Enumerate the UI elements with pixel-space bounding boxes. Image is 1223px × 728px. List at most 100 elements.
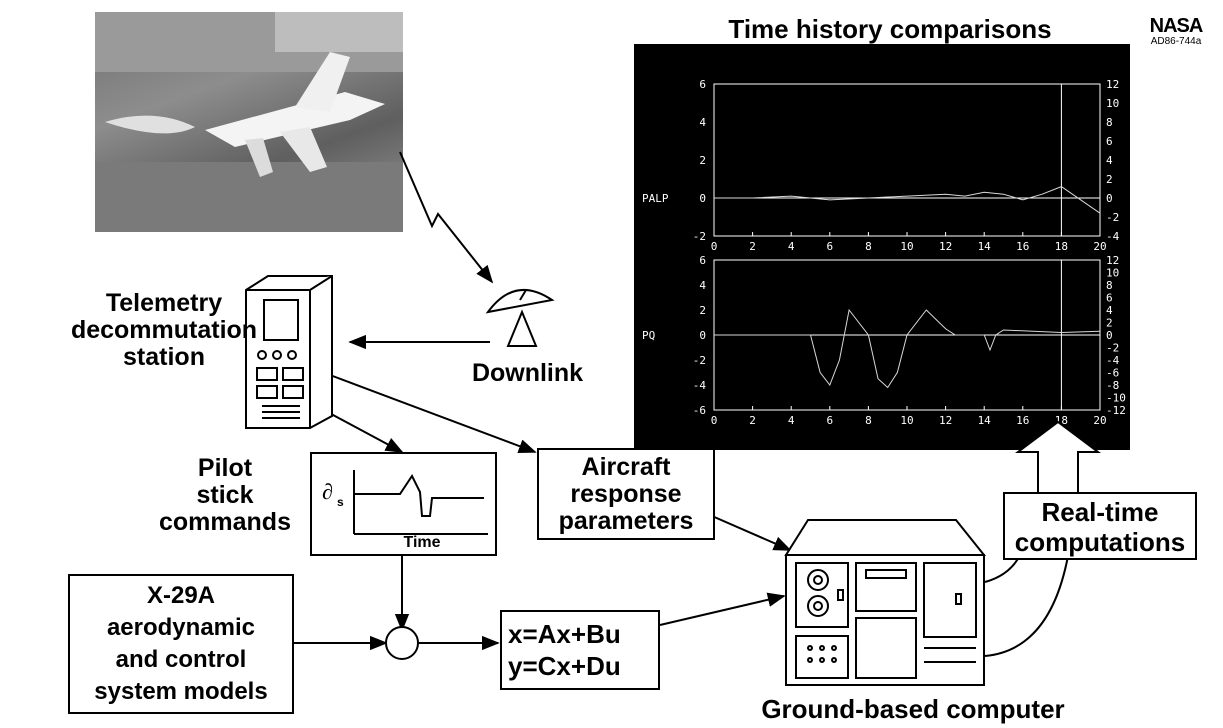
state-equation-rhs: =Ax+Bu (522, 619, 621, 649)
x-tick-label: 16 (1016, 240, 1029, 253)
y-tick-label-right: -4 (1106, 354, 1120, 367)
x-tick-label: 6 (826, 240, 833, 253)
x-tick-label: 4 (788, 414, 795, 427)
y-tick-label-right: 12 (1106, 254, 1119, 267)
y-tick-label-right: -12 (1106, 404, 1126, 417)
state-equation-line: x=Ax+Bu (508, 618, 658, 650)
x-tick-label: 8 (865, 240, 872, 253)
nasa-logo: NASA (1149, 15, 1204, 37)
y-tick-label-right: 0 (1106, 192, 1113, 205)
y-tick-label-right: 2 (1106, 317, 1113, 330)
y-tick-label-left: 4 (699, 116, 706, 129)
x-tick-label: 2 (749, 240, 756, 253)
series-line (714, 308, 1101, 389)
models-box-line: X-29A (146, 582, 216, 609)
y-tick-label-right: -6 (1106, 367, 1119, 380)
y-tick-label-right: -8 (1106, 379, 1119, 392)
aircraft-box-line: response (570, 480, 682, 508)
pilot-label-line: Pilot (197, 454, 253, 482)
models-box-line: system models (94, 678, 268, 705)
x-tick-label: 12 (939, 240, 952, 253)
y-tick-label-left: -2 (693, 230, 706, 243)
aircraft-silhouette-icon (95, 12, 403, 232)
aircraft-response-box: Aircraft response parameters (537, 448, 715, 540)
x-tick-label: 10 (900, 414, 913, 427)
output-equation-line: y=Cx+Du (508, 651, 621, 681)
y-tick-label-right: 10 (1106, 267, 1119, 280)
summing-junction-icon (385, 626, 419, 660)
stick-symbol: ∂ (322, 479, 333, 504)
page-title: Time history comparisons (728, 14, 1052, 44)
y-tick-label-right: 10 (1106, 97, 1119, 110)
y-tick-label-left: 6 (699, 78, 706, 91)
downlink-label: Downlink (471, 359, 584, 387)
stick-time-axis-label: Time (403, 534, 441, 551)
telemetry-label: Telemetry decommutation station (64, 290, 264, 371)
x-tick-label: 0 (711, 414, 718, 427)
aircraft-to-computer-arrow (711, 515, 792, 551)
y-tick-label-right: 0 (1106, 329, 1113, 342)
y-tick-label-right: 2 (1106, 173, 1113, 186)
x-tick-label: 20 (1093, 414, 1106, 427)
aircraft-photo (95, 12, 403, 232)
aircraft-box-line: parameters (558, 507, 694, 535)
realtime-box-line: computations (1014, 527, 1186, 557)
y-tick-label-right: 4 (1106, 304, 1113, 317)
y-tick-label-right: 8 (1106, 279, 1113, 292)
y-tick-label-right: 6 (1106, 292, 1113, 305)
aircraft-box-line: Aircraft (581, 453, 671, 481)
y-tick-label-right: -2 (1106, 211, 1119, 224)
y-tick-label-left: -4 (693, 379, 707, 392)
y-tick-label-right: 6 (1106, 135, 1113, 148)
y-tick-label-left: -2 (693, 354, 706, 367)
x-tick-label: 12 (939, 414, 952, 427)
radio-link-arrow (399, 151, 494, 284)
satellite-dish-icon (485, 288, 555, 347)
y-tick-label-left: 0 (699, 329, 706, 342)
station-to-aircraft-arrow (329, 374, 537, 454)
x-tick-label: 10 (900, 240, 913, 253)
y-tick-label-left: 6 (699, 254, 706, 267)
x-tick-label: 0 (711, 240, 718, 253)
y-tick-label-left: -6 (693, 404, 706, 417)
ground-computer-label: Ground-based computer (761, 694, 1065, 724)
telemetry-station-icon (245, 275, 333, 429)
pilot-label-line: commands (159, 508, 291, 536)
models-box-line: and control (115, 646, 247, 673)
x-tick-label: 6 (826, 414, 833, 427)
models-box: X-29A aerodynamic and control system mod… (68, 574, 294, 714)
realtime-computations-box: Real-time computations (1003, 492, 1197, 560)
pilot-label: Pilot stick commands (150, 455, 300, 536)
x-tick-label: 20 (1093, 240, 1106, 253)
x-tick-label: 16 (1016, 414, 1029, 427)
x-tick-label: 4 (788, 240, 795, 253)
y-tick-label-right: -4 (1106, 230, 1120, 243)
telemetry-label-line: Telemetry (105, 289, 223, 317)
hollow-up-arrow-icon (1015, 420, 1101, 492)
station-to-stick-arrow (319, 407, 404, 453)
x-tick-label: 18 (1055, 240, 1068, 253)
telemetry-label-line: station (123, 343, 205, 371)
y-tick-label-right: -2 (1106, 342, 1119, 355)
series-line (714, 186, 1101, 214)
figure-code: AD86-744a (1150, 36, 1202, 47)
y-tick-label-right: -10 (1106, 392, 1126, 405)
realtime-box-line: Real-time (1041, 497, 1159, 527)
state-equation-lhs: x (508, 619, 523, 649)
stick-symbol-subscript: s (337, 495, 344, 509)
y-tick-label-left: 4 (699, 279, 706, 292)
x-tick-label: 14 (978, 414, 992, 427)
state-equation-box: x=Ax+Bu y=Cx+Du (500, 610, 660, 690)
y-tick-label-left: 0 (699, 192, 706, 205)
telemetry-label-line: decommutation (70, 316, 258, 344)
y-tick-label-right: 4 (1106, 154, 1113, 167)
y-tick-label-left: 2 (699, 304, 706, 317)
stick-trace (354, 474, 484, 517)
ground-computer-icon (784, 519, 987, 686)
models-box-line: aerodynamic (106, 614, 256, 641)
stick-trace-plot: ∂ s (322, 470, 488, 535)
pilot-label-line: stick (196, 481, 254, 509)
